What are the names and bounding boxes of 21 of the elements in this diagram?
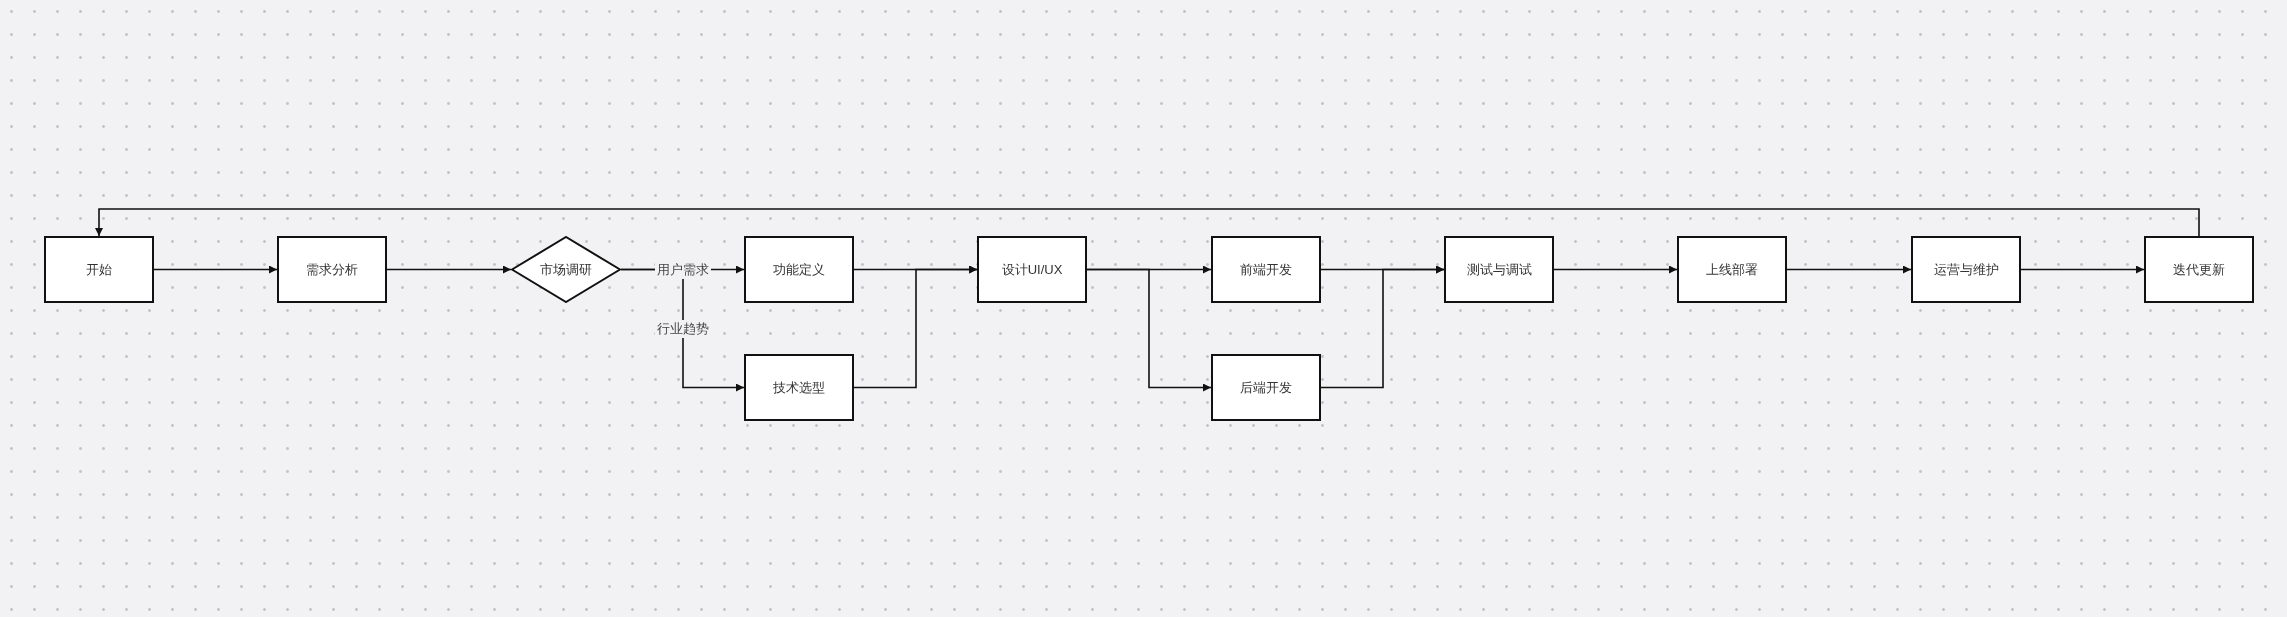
process-box: 开始 — [44, 236, 154, 303]
process-box: 前端开发 — [1211, 236, 1321, 303]
arrow — [1553, 265, 1678, 274]
arrow — [1786, 265, 1912, 274]
arrow — [853, 265, 978, 389]
arrow — [153, 265, 278, 274]
process-box: 上线部署 — [1677, 236, 1787, 303]
arrow — [95, 208, 2200, 237]
process-box: 后端开发 — [1211, 354, 1321, 421]
process-box: 迭代更新 — [2144, 236, 2254, 303]
process-box: 设计UI/UX — [977, 236, 1087, 303]
process-box: 功能定义 — [744, 236, 854, 303]
process-box: 测试与调试 — [1444, 236, 1554, 303]
process-box: 需求分析 — [277, 236, 387, 303]
arrow — [1086, 268, 1212, 392]
arrow — [386, 265, 512, 274]
process-box: 运营与维护 — [1911, 236, 2021, 303]
arrow — [1320, 265, 1445, 389]
arrow — [2020, 265, 2145, 274]
decision-diamond: 市场调研 — [511, 236, 621, 303]
process-box: 技术选型 — [744, 354, 854, 421]
